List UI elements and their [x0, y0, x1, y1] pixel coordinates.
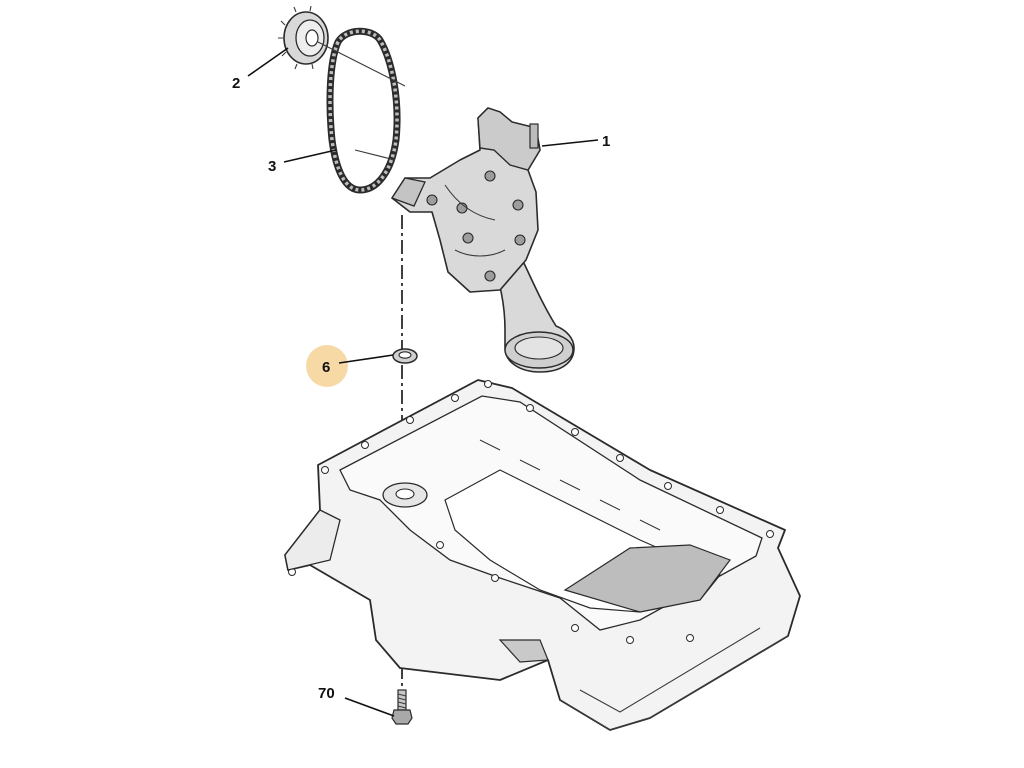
- callout-2-leader: [247, 47, 289, 77]
- oil-pump-part-1[interactable]: [391, 107, 575, 373]
- callout-6-label: 6: [322, 359, 330, 376]
- callout-6-highlight: [306, 345, 348, 387]
- timing-chain-part-3[interactable]: [326, 27, 401, 194]
- callout-70[interactable]: 70: [318, 685, 395, 717]
- oil-pan[interactable]: [284, 379, 801, 731]
- callout-1-leader: [541, 139, 599, 147]
- callout-6[interactable]: 6: [306, 345, 394, 387]
- bolt-part-70[interactable]: [391, 689, 413, 725]
- callout-1-label: 1: [602, 133, 610, 150]
- sprocket-part-2[interactable]: [278, 5, 329, 70]
- callout-3-label: 3: [268, 158, 276, 175]
- seal-ring-part-6[interactable]: [392, 348, 418, 364]
- callout-2-label: 2: [232, 75, 240, 92]
- callout-70-label: 70: [318, 685, 335, 702]
- sprocket-axis-line: [317, 41, 406, 87]
- callout-3-leader: [283, 149, 337, 163]
- chain-axis-line: [354, 149, 396, 161]
- callout-70-leader: [344, 697, 395, 717]
- callout-1[interactable]: 1: [541, 133, 610, 150]
- callout-3[interactable]: 3: [268, 149, 337, 175]
- callout-2[interactable]: 2: [232, 47, 289, 92]
- callout-6-leader: [338, 354, 394, 364]
